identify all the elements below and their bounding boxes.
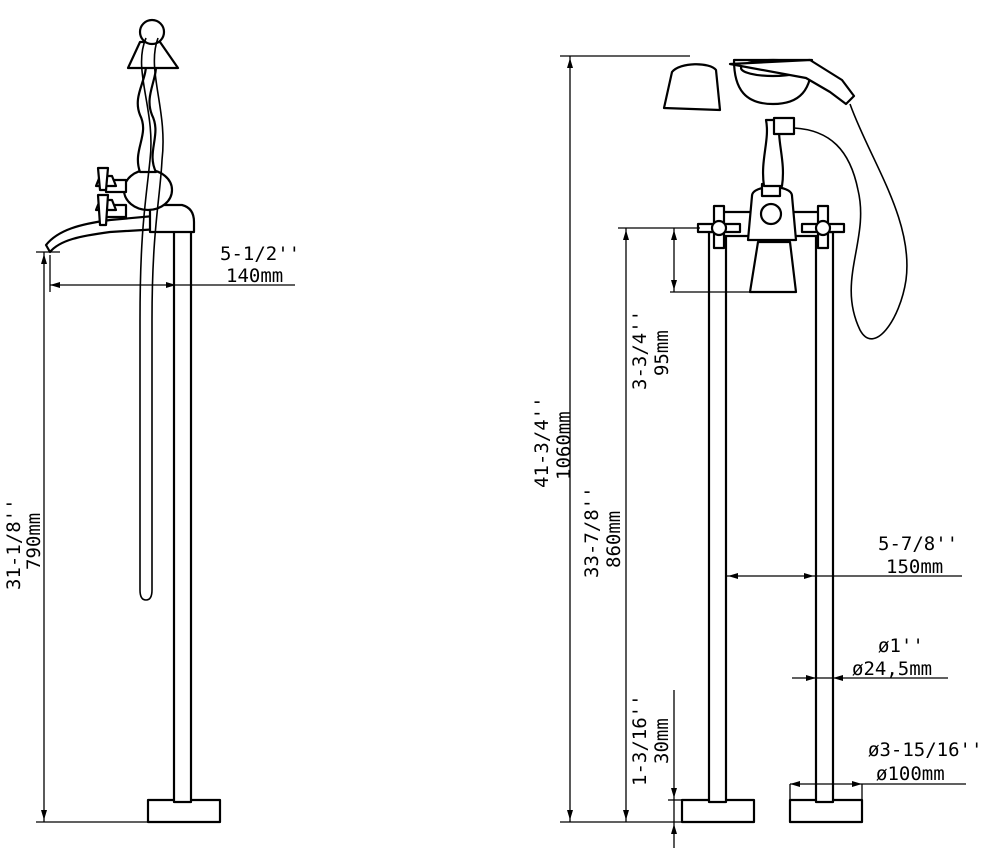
side-view-dimensions [36,251,295,823]
height-to-spout-mm-label: 790mm [23,513,45,570]
side-view-faucet [44,18,222,824]
base-thickness-inch-label: 1-3/16'' [629,694,651,786]
overall-height-mm-label: 1060mm [553,411,575,480]
leg-diameter-inch-label: ø1'' [878,635,924,657]
handle-height-mm-label: 860mm [603,511,625,568]
front-view-dimensions [560,55,966,848]
leg-spacing-inch-label: 5-7/8'' [878,533,958,555]
front-view-faucet [662,58,908,824]
valve-height-mm-label: 95mm [651,330,673,376]
handle-height-inch-label: 33-7/8'' [581,486,603,578]
overall-height-inch-label: 41-3/4'' [531,396,553,488]
base-thickness-mm-label: 30mm [651,718,673,764]
spout-reach-inch-label: 5-1/2'' [220,243,300,265]
base-diameter-inch-label: ø3-15/16'' [868,739,982,761]
leg-spacing-mm-label: 150mm [886,556,943,578]
leg-diameter-mm-label: ø24,5mm [852,658,932,680]
base-diameter-mm-label: ø100mm [876,763,945,785]
spout-reach-mm-label: 140mm [226,265,283,287]
valve-height-inch-label: 3-3/4'' [629,310,651,390]
height-to-spout-inch-label: 31-1/8'' [3,498,25,590]
